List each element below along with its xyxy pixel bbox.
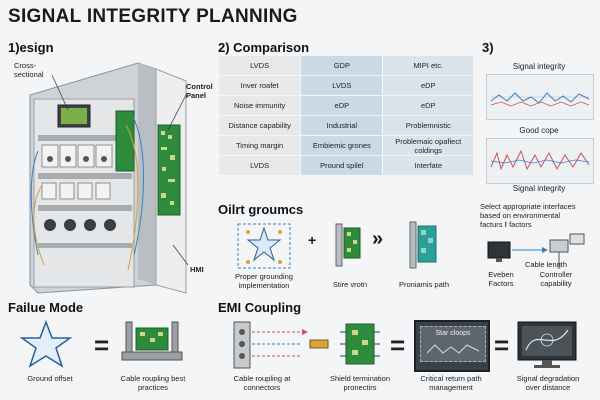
waveform-bottom-graphic bbox=[490, 149, 590, 171]
interface-selection-diagram bbox=[487, 233, 585, 266]
page-title: SIGNAL INTEGRITY PLANNING bbox=[8, 6, 298, 27]
table-cell: Industrial bbox=[300, 115, 384, 136]
controller-capability-label: Controller capability bbox=[539, 270, 573, 288]
table-cell: Problemaic opafiect coldings bbox=[382, 135, 474, 156]
signal-waveform-top bbox=[486, 74, 594, 120]
cross-sectional-label: Cross- sectional bbox=[14, 61, 44, 79]
signal-integrity-top-label: Signal integrity bbox=[512, 62, 566, 71]
select-interfaces-text: Select appropriate interfaces based on e… bbox=[480, 202, 576, 229]
plus-sign: + bbox=[308, 232, 317, 248]
table-cell: Inver roafet bbox=[217, 75, 302, 96]
table-cell: eDP bbox=[300, 95, 384, 116]
grounding-label: Proper grounding implementation bbox=[235, 272, 293, 290]
cable-roupling-label: Cable roupling best practices bbox=[120, 374, 186, 392]
hmi-label: HMI bbox=[190, 265, 204, 274]
shield-termination-label: Shield termination pronectirs bbox=[329, 374, 391, 392]
strive-label: Stire vrotn bbox=[332, 280, 368, 289]
table-cell: eDP bbox=[382, 95, 474, 116]
section-design-heading: 1)esign bbox=[8, 40, 54, 55]
star-cloops-label: Star cloops bbox=[435, 330, 471, 337]
signal-degradation-monitor-icon bbox=[517, 321, 577, 368]
shield-termination-icon bbox=[340, 323, 380, 365]
table-cell: LVDS bbox=[300, 75, 384, 96]
signal-waveform-bottom bbox=[486, 138, 594, 184]
table-cell: Distance capability bbox=[217, 115, 302, 136]
chevron-arrows-icon: » bbox=[372, 228, 384, 250]
table-cell: Timing margin bbox=[217, 135, 302, 156]
section-failure-heading: Failue Mode bbox=[8, 300, 84, 315]
path-connector-icon bbox=[409, 221, 437, 269]
table-cell: GDP bbox=[300, 55, 384, 76]
ground-offset-star-icon bbox=[19, 320, 73, 368]
table-cell: Problemnistic bbox=[382, 115, 474, 136]
table-cell: LVDS bbox=[217, 55, 302, 76]
waveform-top-graphic bbox=[490, 92, 590, 107]
connector-coupling-diagram bbox=[233, 321, 329, 369]
table-cell: Interfate bbox=[382, 155, 474, 176]
path-label: Proniamis path bbox=[398, 280, 450, 289]
monitor-screen: Star cloops bbox=[420, 326, 486, 362]
strive-connector-icon bbox=[335, 223, 361, 267]
table-cell: Embiemic grones bbox=[300, 135, 384, 156]
section-ground-heading: Oilrt groumcs bbox=[218, 202, 304, 217]
critical-return-monitor: Star cloops bbox=[414, 320, 490, 372]
ground-offset-label: Ground offset bbox=[27, 374, 73, 383]
critical-return-label: Critical return path management bbox=[420, 374, 482, 392]
table-cell: eDP bbox=[382, 75, 474, 96]
cable-length-label: Cable length bbox=[524, 260, 568, 269]
eveben-factors-label: Eveben Factors bbox=[488, 270, 514, 288]
table-cell: Pround spilel bbox=[300, 155, 384, 176]
cable-roupling-connectors-label: Cable roupling at connectors bbox=[233, 374, 291, 392]
monitor-waveform bbox=[427, 344, 479, 354]
signal-integrity-bottom-label: Signal integrity bbox=[512, 184, 566, 193]
table-cell: LVDS bbox=[217, 155, 302, 176]
section-three-heading: 3) bbox=[482, 40, 494, 55]
cable-roupling-board-icon bbox=[121, 321, 183, 361]
table-cell: Noise immunity bbox=[217, 95, 302, 116]
cabinet-illustration bbox=[29, 62, 189, 294]
control-panel-label: Control Panel bbox=[186, 82, 213, 100]
good-cope-label: Good cope bbox=[519, 126, 559, 135]
equals-sign: = bbox=[494, 330, 510, 360]
signal-degradation-label: Signal degradation over distance bbox=[516, 374, 580, 392]
grounding-star-icon bbox=[237, 223, 291, 269]
equals-sign: = bbox=[390, 330, 406, 360]
table-cell: MIPI etc. bbox=[382, 55, 474, 76]
section-emi-heading: EMI Coupling bbox=[218, 300, 302, 315]
equals-sign: = bbox=[94, 330, 110, 360]
section-comparison-heading: 2) Comparison bbox=[218, 40, 310, 55]
